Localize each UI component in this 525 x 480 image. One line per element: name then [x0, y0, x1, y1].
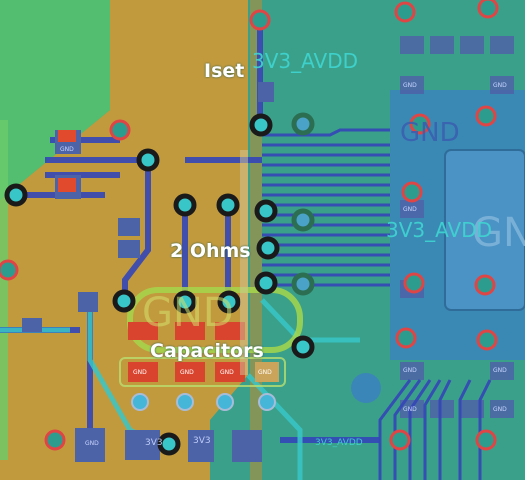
- green-vias: [291, 112, 315, 296]
- bottom-fanout-traces: [378, 379, 492, 480]
- gnd-ring: [127, 287, 303, 353]
- pad-label-bottom-2: GND: [493, 406, 507, 413]
- pad-label-right-5: GND: [493, 367, 507, 374]
- blue-plane-inner: [444, 149, 525, 311]
- annotation-two-ohms: 2 Ohms: [170, 240, 251, 262]
- pad-label-right-4: GND: [403, 367, 417, 374]
- capacitor-pads: [119, 322, 286, 387]
- net-label-3v3-bottom-1: 3V3: [145, 438, 163, 448]
- blue-vias: [131, 393, 276, 411]
- pale-band: [240, 150, 248, 375]
- black-vias: [4, 113, 315, 456]
- green-strip-left: [0, 120, 8, 460]
- net-label-gnd-right: GND: [400, 118, 460, 148]
- pad-label-cap4: GND: [258, 369, 272, 376]
- pad-label-right-3: GND: [403, 206, 417, 213]
- green-pad-area: [0, 0, 110, 200]
- red-smd-pads: [58, 130, 76, 192]
- net-label-gnd-center: GND: [142, 290, 234, 336]
- red-vias: [0, 0, 499, 451]
- pad-label-cap2: GND: [180, 369, 194, 376]
- pad-label-cap3: GND: [220, 369, 234, 376]
- pad-label-right-1: GND: [403, 82, 417, 89]
- right-pad-rows: [400, 36, 514, 418]
- pad-label-bottom-1: GND: [403, 406, 417, 413]
- pad-label-top-left: GND: [60, 146, 74, 153]
- net-label-gnd-big: GND: [472, 210, 525, 256]
- annotation-iset: Iset: [204, 60, 245, 82]
- blue-via-dot: [351, 373, 381, 403]
- annotation-capacitors: Capacitors: [150, 340, 264, 362]
- pad-label-cap1: GND: [133, 369, 147, 376]
- net-label-avdd-bottom: 3V3_AVDD: [315, 438, 363, 448]
- net-label-3v3-bottom-2: 3V3: [193, 436, 211, 446]
- pad-label-left: GND: [85, 440, 99, 447]
- fanout-traces: [262, 128, 390, 287]
- net-label-avdd-mid: 3V3_AVDD: [386, 218, 493, 242]
- net-label-avdd-top: 3V3_AVDD: [252, 49, 359, 73]
- pad-label-right-2: GND: [493, 82, 507, 89]
